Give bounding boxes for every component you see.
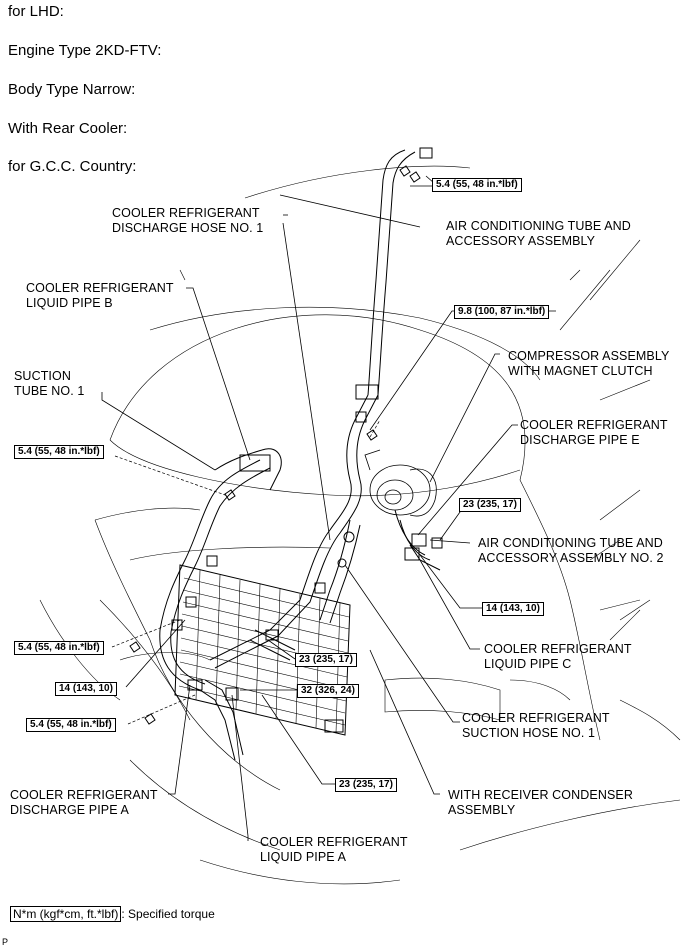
torque-legend: N*m (kgf*cm, ft.*lbf): Specified torque: [10, 906, 215, 922]
legend-units-box: N*m (kgf*cm, ft.*lbf): [10, 906, 122, 922]
label-line: WITH RECEIVER CONDENSER: [448, 788, 633, 802]
label-line: COOLER REFRIGERANT: [10, 788, 158, 802]
torque-spec: 23 (235, 17): [459, 498, 521, 512]
label-line: DISCHARGE PIPE E: [520, 433, 640, 447]
condition-lhd: for LHD:: [8, 3, 64, 20]
label-liquid-pipe-b: COOLER REFRIGERANT LIQUID PIPE B: [26, 281, 174, 311]
condition-engine-type: Engine Type 2KD-FTV:: [8, 42, 162, 59]
condition-rear-cooler: With Rear Cooler:: [8, 120, 128, 137]
torque-spec: 9.8 (100, 87 in.*lbf): [454, 305, 550, 319]
torque-spec: 5.4 (55, 48 in.*lbf): [14, 641, 104, 655]
torque-spec: 5.4 (55, 48 in.*lbf): [14, 445, 104, 459]
label-line: ACCESSORY ASSEMBLY: [446, 234, 596, 248]
vehicle-body-outline: [39, 165, 681, 885]
label-discharge-hose-no1: COOLER REFRIGERANT DISCHARGE HOSE NO. 1: [112, 206, 263, 236]
label-discharge-pipe-e: COOLER REFRIGERANT DISCHARGE PIPE E: [520, 418, 668, 448]
label-line: WITH MAGNET CLUTCH: [508, 364, 653, 378]
label-line: COOLER REFRIGERANT: [260, 835, 408, 849]
label-line: COMPRESSOR ASSEMBLY: [508, 349, 670, 363]
label-line: SUCTION: [14, 369, 71, 383]
label-liquid-pipe-a: COOLER REFRIGERANT LIQUID PIPE A: [260, 835, 408, 865]
condition-body-type: Body Type Narrow:: [8, 81, 136, 98]
label-ac-tube-assembly-no2: AIR CONDITIONING TUBE AND ACCESSORY ASSE…: [478, 536, 664, 566]
label-line: DISCHARGE HOSE NO. 1: [112, 221, 264, 235]
label-line: COOLER REFRIGERANT: [462, 711, 610, 725]
label-line: AIR CONDITIONING TUBE AND: [446, 219, 631, 233]
label-suction-hose-no1: COOLER REFRIGERANT SUCTION HOSE NO. 1: [462, 711, 610, 741]
label-line: LIQUID PIPE C: [484, 657, 572, 671]
compressor-drawing: [364, 449, 437, 517]
label-line: LIQUID PIPE B: [26, 296, 113, 310]
label-ac-tube-assembly: AIR CONDITIONING TUBE AND ACCESSORY ASSE…: [446, 219, 631, 249]
bolts: [129, 165, 421, 725]
torque-spec: 23 (235, 17): [295, 653, 357, 667]
corner-mark: P: [2, 937, 9, 947]
label-line: COOLER REFRIGERANT: [484, 642, 632, 656]
dashed-bolt-leaders: [111, 419, 381, 725]
legend-text: : Specified torque: [121, 907, 215, 921]
refrigerant-pipes: [159, 149, 441, 761]
condenser-core: [174, 564, 351, 736]
label-line: LIQUID PIPE A: [260, 850, 347, 864]
label-liquid-pipe-c: COOLER REFRIGERANT LIQUID PIPE C: [484, 642, 632, 672]
label-line: COOLER REFRIGERANT: [520, 418, 668, 432]
torque-spec: 32 (326, 24): [297, 684, 359, 698]
label-line: ACCESSORY ASSEMBLY NO. 2: [478, 551, 664, 565]
label-line: TUBE NO. 1: [14, 384, 85, 398]
label-line: COOLER REFRIGERANT: [112, 206, 260, 220]
condition-country: for G.C.C. Country:: [8, 158, 137, 175]
label-compressor-assembly: COMPRESSOR ASSEMBLY WITH MAGNET CLUTCH: [508, 349, 669, 379]
label-suction-tube-no1: SUCTION TUBE NO. 1: [14, 369, 84, 399]
torque-spec: 14 (143, 10): [482, 602, 544, 616]
torque-spec: 5.4 (55, 48 in.*lbf): [432, 178, 522, 192]
torque-spec: 5.4 (55, 48 in.*lbf): [26, 718, 116, 732]
fittings: [171, 147, 443, 733]
label-line: DISCHARGE PIPE A: [10, 803, 129, 817]
torque-spec: 23 (235, 17): [335, 778, 397, 792]
label-line: AIR CONDITIONING TUBE AND: [478, 536, 663, 550]
label-discharge-pipe-a: COOLER REFRIGERANT DISCHARGE PIPE A: [10, 788, 158, 818]
torque-spec: 14 (143, 10): [55, 682, 117, 696]
label-line: COOLER REFRIGERANT: [26, 281, 174, 295]
label-receiver-condenser: WITH RECEIVER CONDENSER ASSEMBLY: [448, 788, 633, 818]
label-line: ASSEMBLY: [448, 803, 516, 817]
label-line: SUCTION HOSE NO. 1: [462, 726, 596, 740]
